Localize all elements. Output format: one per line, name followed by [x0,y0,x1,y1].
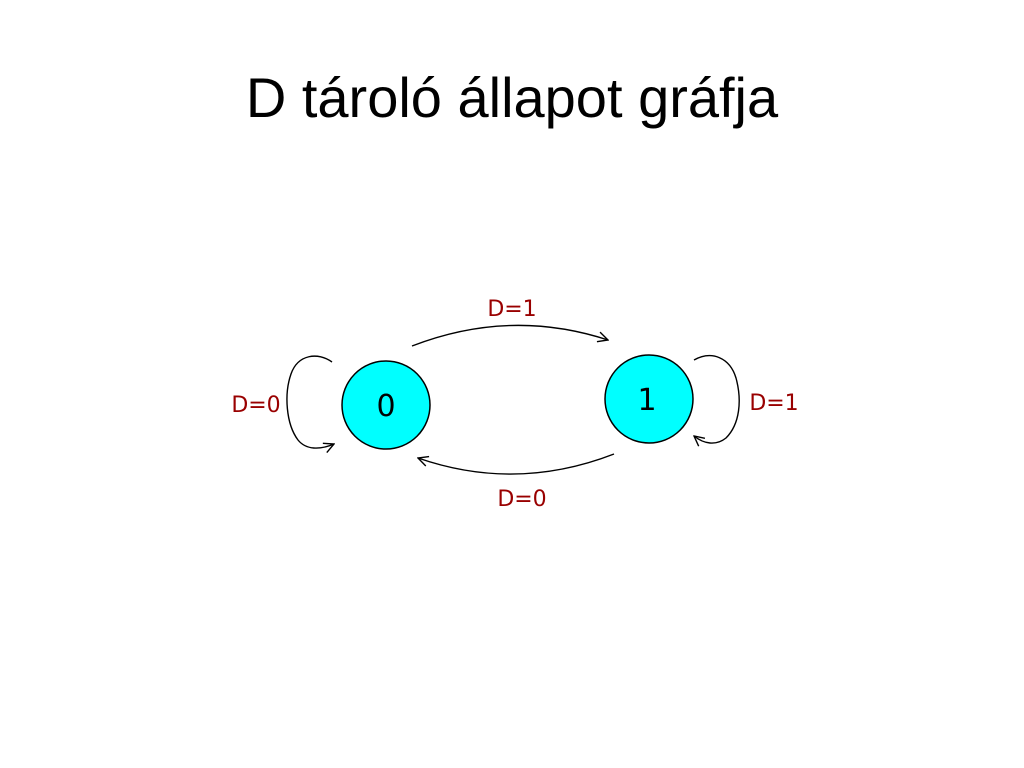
slide-title: D tároló állapot gráfja [245,66,779,129]
edge-1-to-0 [418,453,615,475]
edge-label-0-self: D=0 [231,393,280,418]
edge-1-self-loop [694,355,740,443]
state-0: 0 [341,360,431,450]
state-1: 1 [604,354,694,444]
state-1-circle [604,354,694,444]
edge-label-0-to-1: D=1 [487,297,536,322]
edge-0-to-1 [411,324,608,347]
edge-label-1-to-0: D=0 [497,487,546,512]
state-0-circle [341,360,431,450]
state-1-label: 1 [637,383,656,418]
state-0-label: 0 [376,389,395,424]
edge-label-1-self: D=1 [749,391,798,416]
edge-0-self-loop [286,355,334,448]
